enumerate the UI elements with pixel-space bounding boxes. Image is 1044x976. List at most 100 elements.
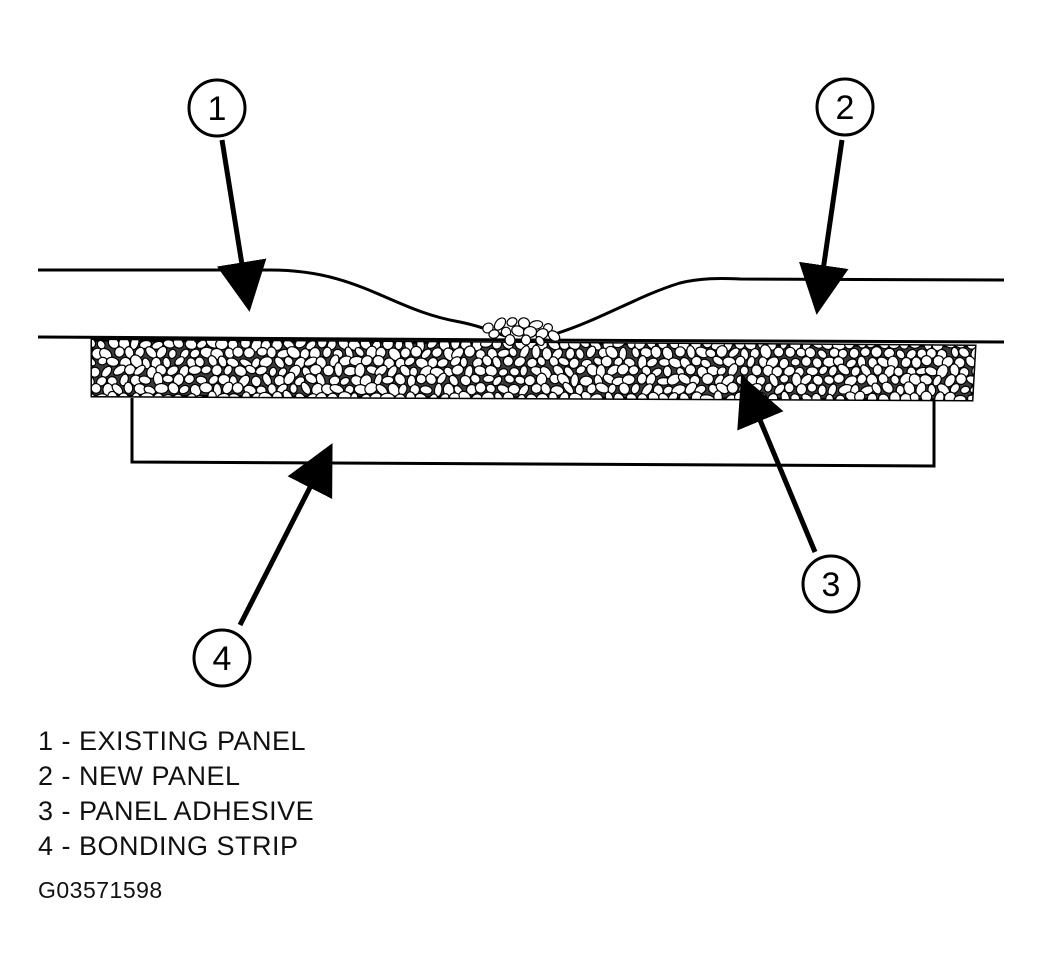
adhesive-pebble <box>519 365 528 377</box>
adhesive-pebble <box>92 382 102 394</box>
adhesive-pebble <box>520 334 532 346</box>
figure-id: G03571598 <box>38 877 163 903</box>
adhesive-pebble <box>399 364 412 377</box>
adhesive-pebble <box>105 356 120 367</box>
adhesive-pebble <box>415 373 427 385</box>
adhesive-pebble <box>232 346 244 358</box>
adhesive-pebble <box>890 374 900 385</box>
adhesive-pebble <box>123 381 134 395</box>
adhesive-pebble <box>166 365 179 377</box>
adhesive-pebble <box>621 374 636 386</box>
adhesive-pebble <box>818 365 829 376</box>
adhesive-pebble <box>431 347 443 358</box>
adhesive-pebble <box>459 374 472 387</box>
adhesive-pebble <box>585 345 597 359</box>
adhesive-pebble <box>268 366 278 378</box>
adhesive-pebble <box>811 357 823 369</box>
adhesive-pebble <box>183 373 195 385</box>
adhesive-pebble <box>790 357 801 367</box>
adhesive-pebble <box>243 347 256 359</box>
adhesive-pebble <box>773 346 785 358</box>
callout-3: 3 <box>801 554 861 614</box>
adhesive-pebble <box>900 356 912 369</box>
adhesive-pebble <box>631 347 641 359</box>
adhesive-pebble <box>187 365 202 376</box>
callout-number: 1 <box>208 90 227 128</box>
adhesive-pebble <box>300 381 312 395</box>
adhesive-pebble <box>806 382 818 393</box>
adhesive-pebble <box>451 364 465 376</box>
adhesive-pebble <box>817 384 827 397</box>
adhesive-pebble <box>92 340 97 348</box>
callout-circle <box>187 78 247 138</box>
adhesive-pebble <box>410 345 423 358</box>
adhesive-pebble <box>488 329 500 339</box>
adhesive-pebble <box>535 335 545 347</box>
adhesive-pebble <box>513 356 527 368</box>
leader-arrow-3 <box>737 374 818 553</box>
adhesive-pebble <box>949 363 960 377</box>
adhesive-pebble <box>877 393 890 400</box>
adhesive-pebble <box>530 383 543 394</box>
adhesive-pebble <box>848 347 860 359</box>
adhesive-pebble <box>250 375 262 388</box>
adhesive-pebble <box>506 317 518 327</box>
adhesive-pebble <box>459 356 468 368</box>
adhesive-pebble <box>716 366 727 376</box>
adhesive-pebble <box>823 375 835 385</box>
adhesive-pebble <box>114 346 125 358</box>
adhesive-pebble <box>646 357 659 368</box>
adhesive-pebble <box>425 373 437 386</box>
adhesive-pebble <box>857 340 867 349</box>
adhesive-pebble <box>662 385 674 395</box>
existing-panel <box>37 268 521 342</box>
existing-panel-bottom-edge <box>37 335 521 342</box>
adhesive-pebble <box>491 356 502 369</box>
adhesive-pebble <box>959 385 971 395</box>
adhesive-pebble <box>953 394 967 400</box>
adhesive-pebble <box>795 383 808 396</box>
adhesive-pebble <box>339 376 351 386</box>
adhesive-pebble <box>231 382 244 394</box>
adhesive-pebble <box>167 348 177 360</box>
adhesive-pebble <box>504 334 516 346</box>
legend-item: 2 - NEW PANEL <box>38 761 241 791</box>
adhesive-pebble <box>575 365 587 375</box>
adhesive-pebble <box>138 375 152 385</box>
adhesive-pebble <box>436 358 449 368</box>
adhesive-pebble <box>854 390 866 400</box>
adhesive-pebble <box>470 373 481 384</box>
adhesive-pebble <box>674 346 686 358</box>
adhesive-pebble <box>825 393 834 400</box>
adhesive-pebble <box>547 330 561 342</box>
adhesive-pebble <box>154 382 169 395</box>
adhesive-pebble <box>419 385 433 395</box>
adhesive-pebble <box>575 348 585 360</box>
adhesive-pebble <box>705 348 717 359</box>
adhesive-pebble <box>628 365 640 376</box>
adhesive-pebble <box>784 346 796 358</box>
adhesive-pebble <box>658 357 671 367</box>
adhesive-pebble <box>381 375 395 385</box>
adhesive-pebble <box>200 365 212 375</box>
adhesive-pebble <box>739 365 749 376</box>
adhesive-pebble <box>943 391 956 400</box>
adhesive-pebble <box>283 356 294 367</box>
legend-item: 3 - PANEL ADHESIVE <box>38 796 315 826</box>
adhesive-pebble <box>746 355 756 368</box>
adhesive-pebble <box>258 356 274 368</box>
legend: 1 - EXISTING PANEL 2 - NEW PANEL 3 - PAN… <box>38 724 314 864</box>
adhesive-pebble <box>394 393 407 400</box>
adhesive-pebble <box>194 356 205 368</box>
adhesive-seam-bead <box>482 317 561 347</box>
adhesive-pebble <box>616 363 630 376</box>
adhesive-pebble <box>523 374 536 387</box>
adhesive-pebble <box>783 382 795 394</box>
adhesive-pebble <box>955 373 967 385</box>
adhesive-pebble <box>658 392 670 400</box>
adhesive-pebble <box>728 347 740 358</box>
adhesive-pebble <box>174 356 185 367</box>
panel-adhesive-layer <box>90 317 977 402</box>
adhesive-pebble <box>701 372 715 386</box>
adhesive-pebble <box>497 368 509 377</box>
